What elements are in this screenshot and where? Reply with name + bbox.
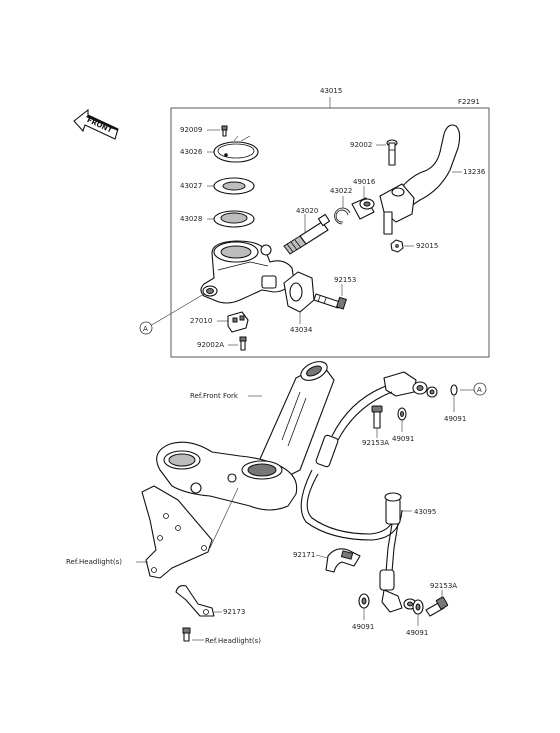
label-92015: 92015 (416, 242, 438, 250)
label-43028: 43028 (180, 215, 202, 223)
label-49091-br: 49091 (406, 629, 428, 637)
label-92153: 92153 (334, 276, 356, 284)
bracket-bolt (182, 627, 204, 642)
headlight-bracket (141, 485, 213, 579)
part-92002 (376, 139, 398, 166)
label-43020: 43020 (296, 207, 318, 215)
part-92171 (315, 548, 361, 573)
callout-a-left: A (143, 325, 148, 333)
part-92009 (207, 125, 228, 137)
steering-head-assembly (156, 361, 335, 549)
label-92002a: 92002A (197, 341, 224, 349)
part-49016 (351, 186, 375, 220)
part-92153 (313, 284, 347, 310)
part-92015 (390, 239, 414, 253)
part-49091-bl (358, 593, 370, 620)
part-43027 (207, 177, 255, 195)
label-92002: 92002 (350, 141, 372, 149)
callout-a-circle-left (139, 321, 153, 335)
ref-headlight-2: Ref.Headlight(s) (205, 637, 261, 645)
part-43034 (283, 271, 315, 324)
label-49091-top: 49091 (444, 415, 466, 423)
label-49091-mid: 49091 (392, 435, 414, 443)
part-13236 (379, 124, 462, 235)
part-92153a-top (371, 405, 383, 438)
callout-a-right: A (477, 386, 482, 394)
part-49091-mid (397, 407, 407, 432)
part-92153a-bot (425, 590, 449, 617)
ref-front-fork: Ref.Front Fork (190, 392, 239, 400)
part-92002a (228, 336, 247, 351)
part-49091-br (412, 599, 424, 626)
label-92171: 92171 (293, 551, 315, 559)
part-27010 (217, 311, 249, 333)
label-92173: 92173 (223, 608, 245, 616)
part-43026 (207, 135, 259, 163)
part-49091-top (450, 384, 474, 412)
master-cylinder-body (200, 240, 295, 304)
label-43095: 43095 (414, 508, 436, 516)
label-13236: 13236 (463, 168, 486, 176)
callout-a-circle-right (473, 382, 487, 396)
label-49016: 49016 (353, 178, 376, 186)
front-arrow-icon: FRONT (73, 108, 119, 140)
label-43026: 43026 (180, 148, 203, 156)
part-43022 (334, 196, 351, 225)
label-27010: 27010 (190, 317, 212, 325)
label-43022: 43022 (330, 187, 352, 195)
part-43028 (207, 210, 255, 228)
label-49091-bl: 49091 (352, 623, 374, 631)
label-43015: 43015 (320, 87, 342, 95)
part-92173 (175, 585, 222, 617)
label-92153a-top: 92153A (362, 439, 389, 447)
label-43027: 43027 (180, 182, 202, 190)
label-43034: 43034 (290, 326, 313, 334)
part-43020 (283, 213, 331, 255)
ref-headlight-1: Ref.Headlight(s) (66, 558, 122, 566)
figure-code: F2291 (458, 98, 480, 106)
label-92153a-bot: 92153A (430, 582, 457, 590)
label-92009: 92009 (180, 126, 202, 134)
